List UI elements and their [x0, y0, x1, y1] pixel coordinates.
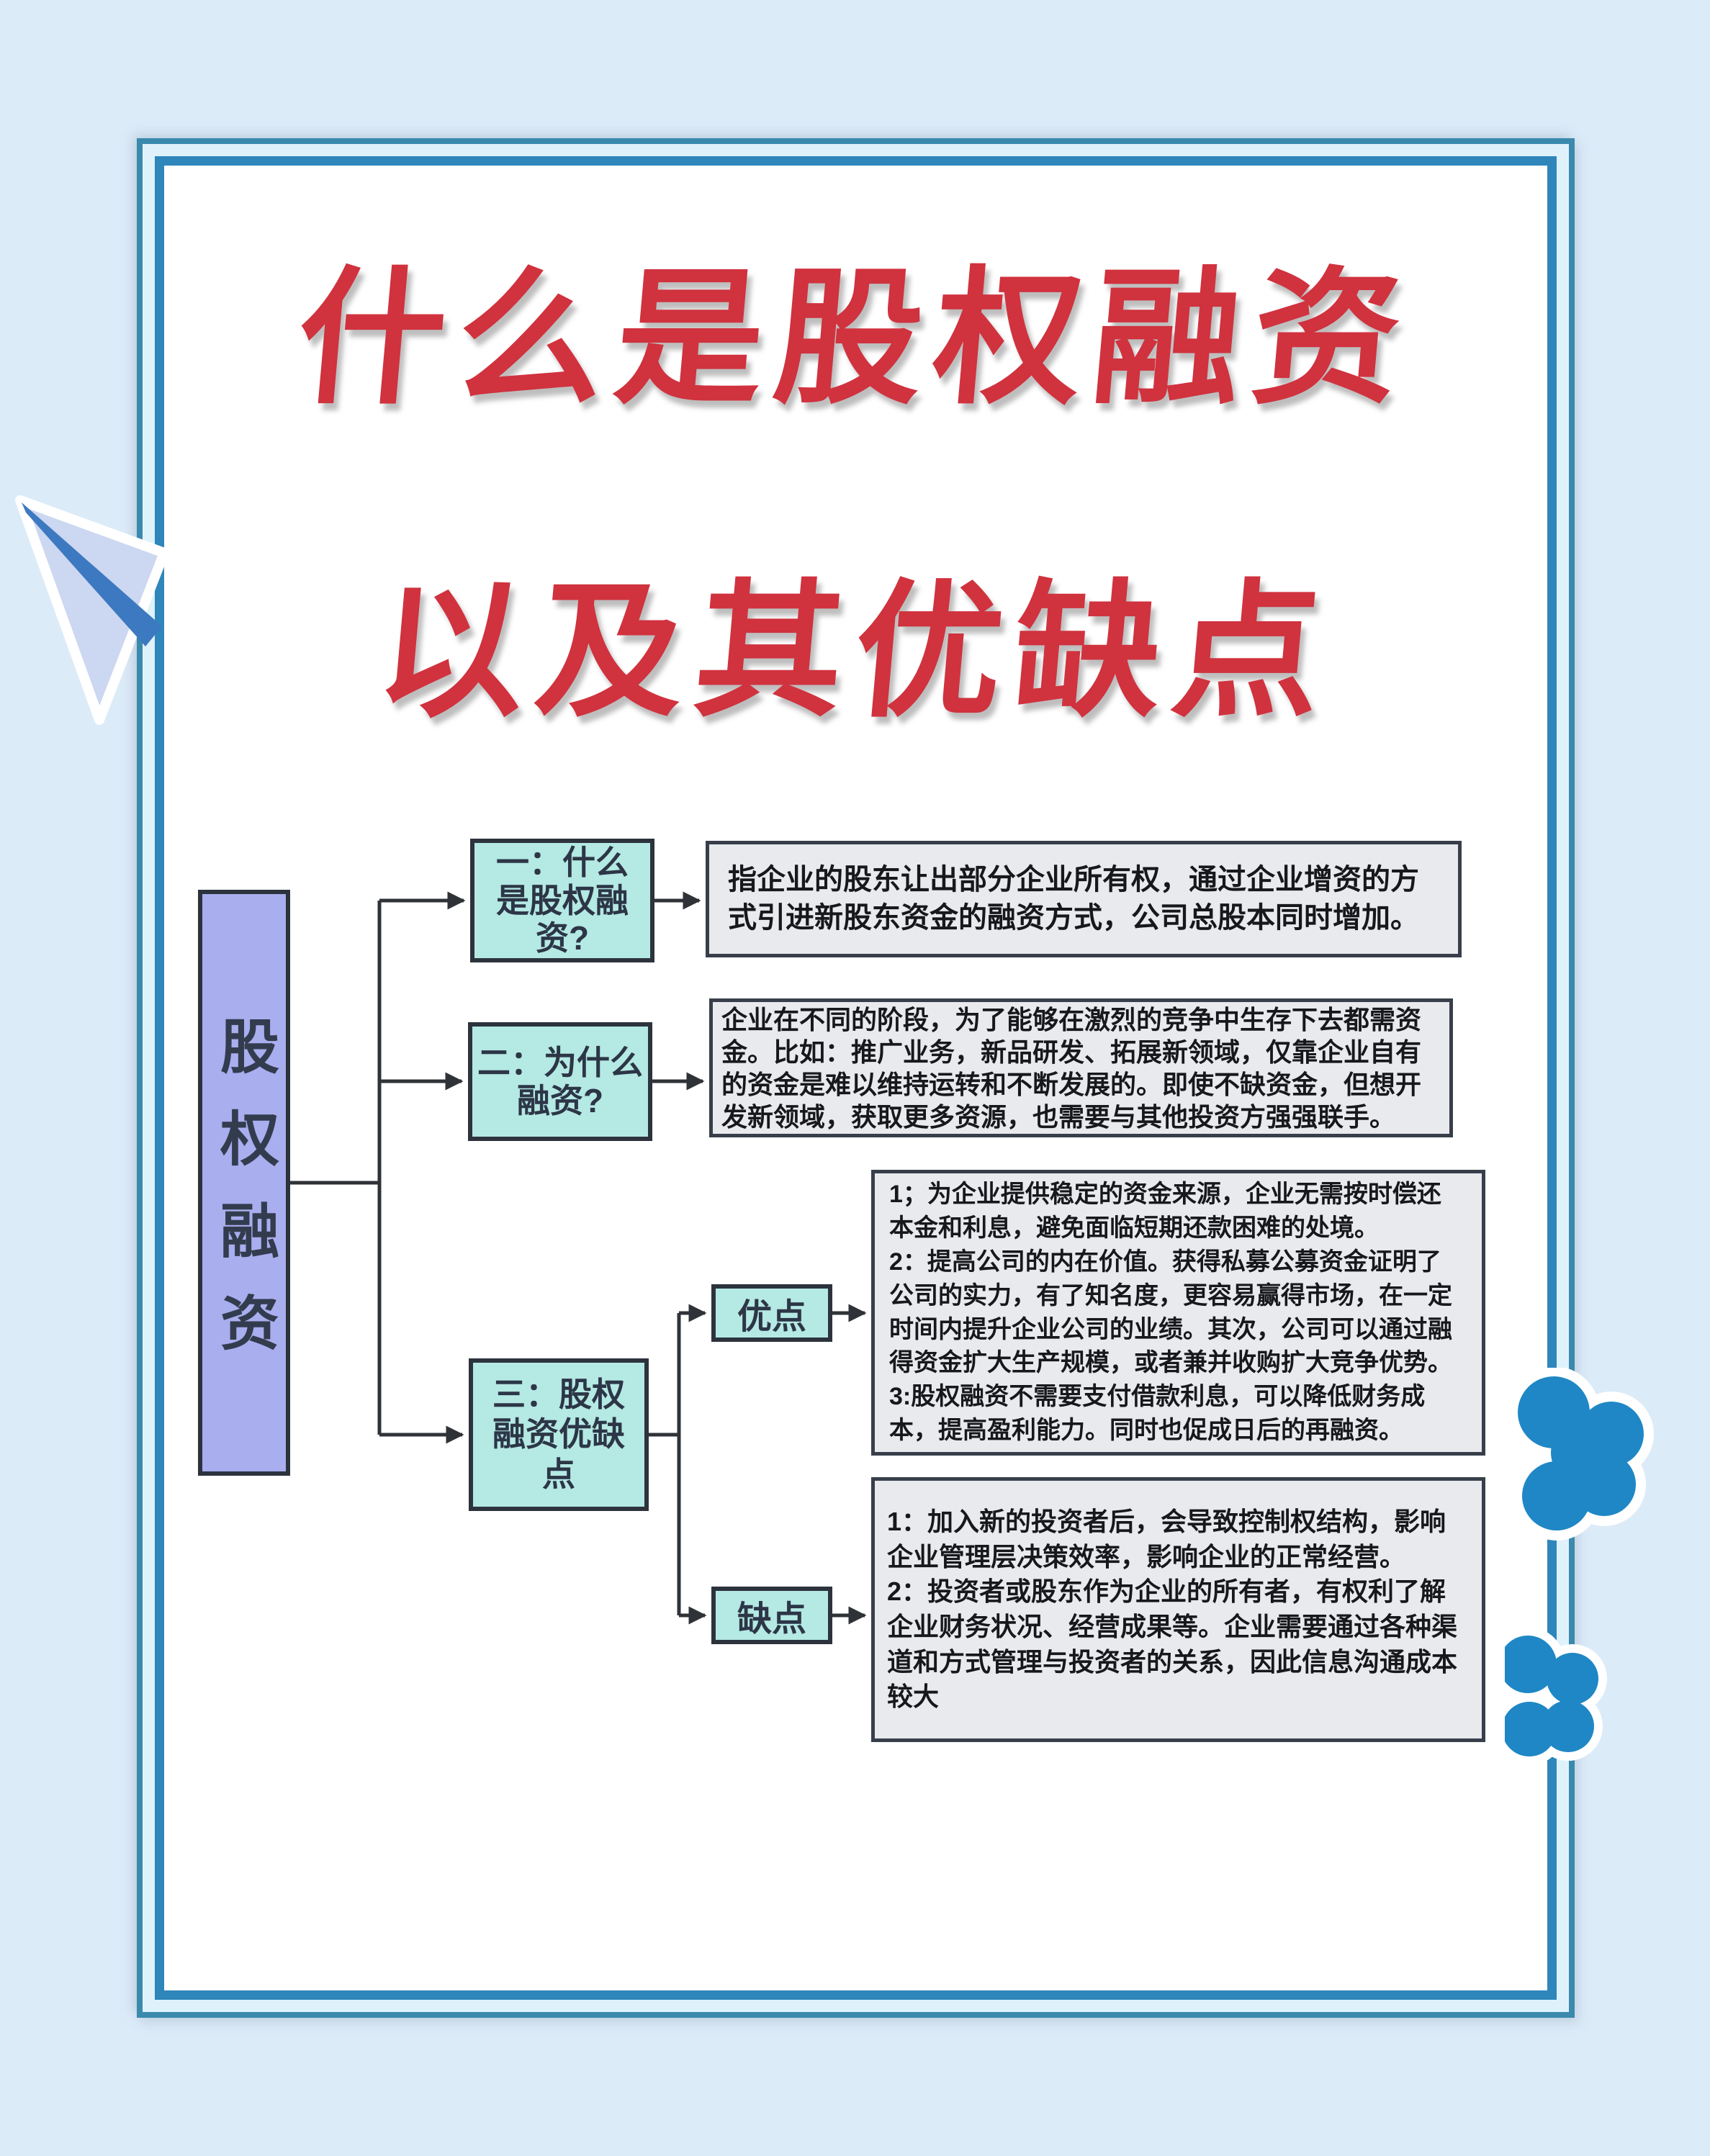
root-node-label: 股权融资 — [211, 1016, 277, 1384]
node-pros-and-cons: 三：股权 融资优缺 点 — [469, 1358, 649, 1511]
node-why-finance: 二：为什么 融资? — [468, 1022, 652, 1141]
paper-plane-decoration — [15, 495, 169, 725]
node-what-is-equity-financing: 一：什么 是股权融 资? — [470, 839, 654, 962]
detail-what-is-equity-financing: 指企业的股东让出部分企业所有权，通过企业增资的方 式引进新股东资金的融资方式，公… — [706, 841, 1462, 957]
flower-decoration — [1505, 1368, 1654, 1765]
detail-pros: 1；为企业提供稳定的资金来源，企业无需按时偿还 本金和利息，避免面临短期还款困难… — [871, 1170, 1485, 1456]
node-pros: 优点 — [711, 1284, 832, 1342]
detail-why-finance: 企业在不同的阶段，为了能够在激烈的竞争中生存下去都需资 金。比如：推广业务，新品… — [709, 998, 1453, 1137]
page-title-line-2: 以及其优缺点 — [370, 569, 1340, 734]
node-cons: 缺点 — [711, 1587, 832, 1644]
page-title-line-1: 什么是股权融资 — [290, 256, 1420, 421]
root-node-equity-financing: 股权融资 — [198, 890, 290, 1476]
detail-cons: 1：加入新的投资者后，会导致控制权结构，影响 企业管理层决策效率，影响企业的正常… — [871, 1477, 1485, 1742]
